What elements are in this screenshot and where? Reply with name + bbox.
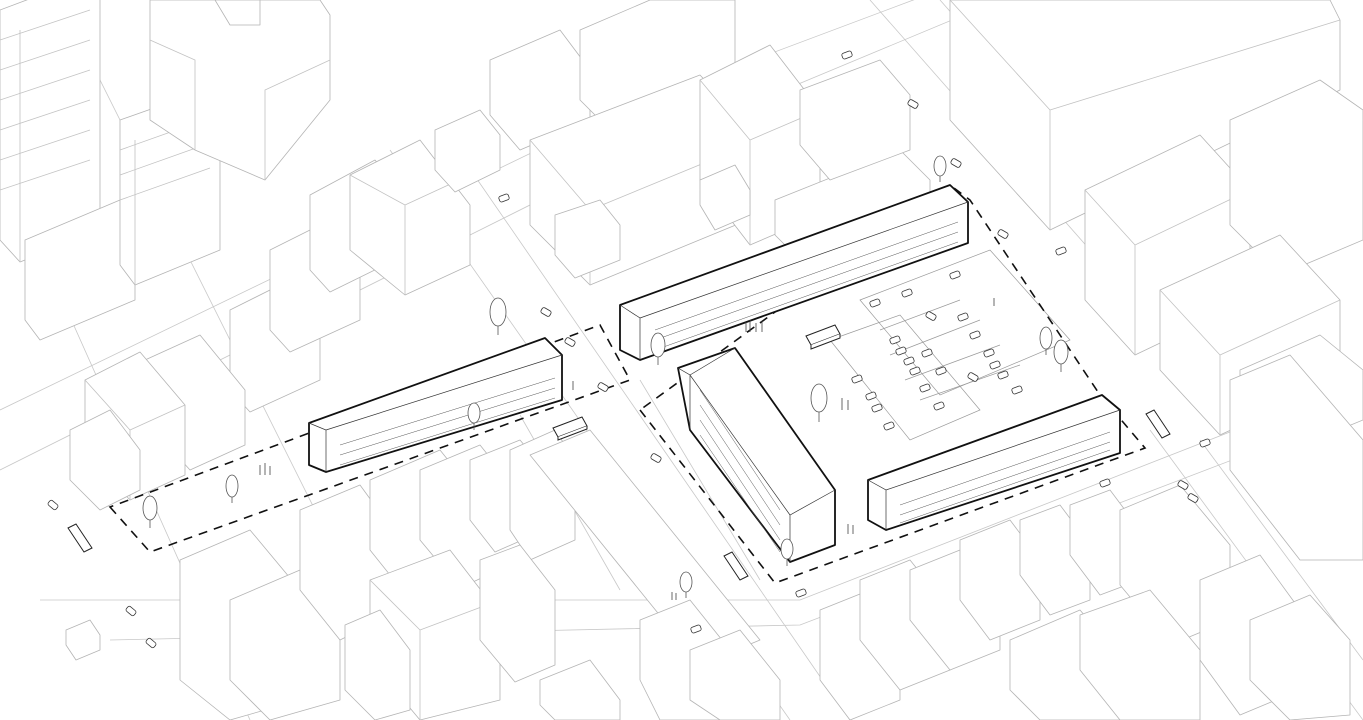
tree-icon	[810, 383, 828, 422]
car-icon	[903, 356, 915, 366]
building-north-slab	[619, 184, 969, 361]
car-icon	[690, 624, 702, 634]
car-icon	[909, 366, 921, 376]
tree-icon	[650, 332, 666, 365]
bus-icon	[67, 523, 93, 553]
building-central-tower	[677, 347, 836, 563]
car-icon	[869, 298, 881, 308]
car-icon	[919, 383, 931, 393]
car-icon	[498, 193, 510, 203]
building-east-slab	[867, 394, 1121, 531]
person-icon	[841, 398, 849, 410]
tree-icon	[142, 495, 158, 528]
tree-icon	[933, 155, 947, 182]
tree-icon	[780, 538, 794, 566]
car-icon	[969, 330, 981, 340]
person-icon	[259, 463, 271, 475]
bus-icon	[1145, 409, 1171, 439]
cars	[47, 50, 1211, 649]
car-icon	[889, 335, 901, 345]
tree-icon	[467, 402, 481, 430]
car-icon	[841, 50, 853, 60]
car-icon	[871, 403, 883, 413]
car-icon	[935, 366, 947, 376]
person-icon	[847, 524, 854, 534]
bus-icon	[552, 416, 588, 441]
tree-icon	[225, 474, 239, 503]
car-icon	[921, 348, 933, 358]
car-icon	[851, 374, 863, 384]
car-icon	[907, 99, 919, 109]
car-icon	[901, 288, 913, 298]
car-icon	[967, 372, 979, 382]
tree-icon	[1039, 326, 1053, 355]
car-icon	[989, 360, 1001, 370]
car-icon	[650, 453, 662, 463]
car-icon	[564, 337, 576, 347]
car-icon	[949, 270, 961, 280]
car-icon	[865, 391, 877, 401]
car-icon	[883, 421, 895, 431]
car-icon	[925, 311, 937, 321]
car-icon	[1099, 478, 1111, 488]
car-icon	[1177, 480, 1189, 490]
bus-icon	[805, 324, 841, 350]
car-icon	[1055, 246, 1067, 256]
trees	[142, 155, 1069, 598]
car-icon	[597, 382, 609, 392]
car-icon	[895, 346, 907, 356]
car-icon	[540, 307, 552, 317]
car-icon	[1199, 438, 1211, 448]
parking-lot	[829, 249, 1071, 441]
car-icon	[950, 158, 962, 168]
buses	[67, 324, 1171, 581]
car-icon	[933, 401, 945, 411]
car-icon	[1011, 385, 1023, 395]
car-icon	[125, 605, 137, 617]
bus-icon	[723, 551, 749, 581]
people	[259, 298, 995, 600]
car-icon	[983, 348, 995, 358]
person-icon	[745, 320, 763, 332]
tree-icon	[679, 571, 693, 598]
car-icon	[145, 637, 157, 649]
car-icon	[957, 312, 969, 322]
tree-icon	[489, 297, 507, 335]
car-icon	[997, 370, 1009, 380]
car-icon	[47, 499, 59, 511]
car-icon	[1187, 493, 1199, 503]
tree-icon	[1053, 339, 1069, 372]
car-icon	[997, 229, 1009, 239]
person-icon	[671, 592, 677, 600]
building-west-slab	[308, 337, 563, 473]
car-icon	[795, 588, 807, 598]
